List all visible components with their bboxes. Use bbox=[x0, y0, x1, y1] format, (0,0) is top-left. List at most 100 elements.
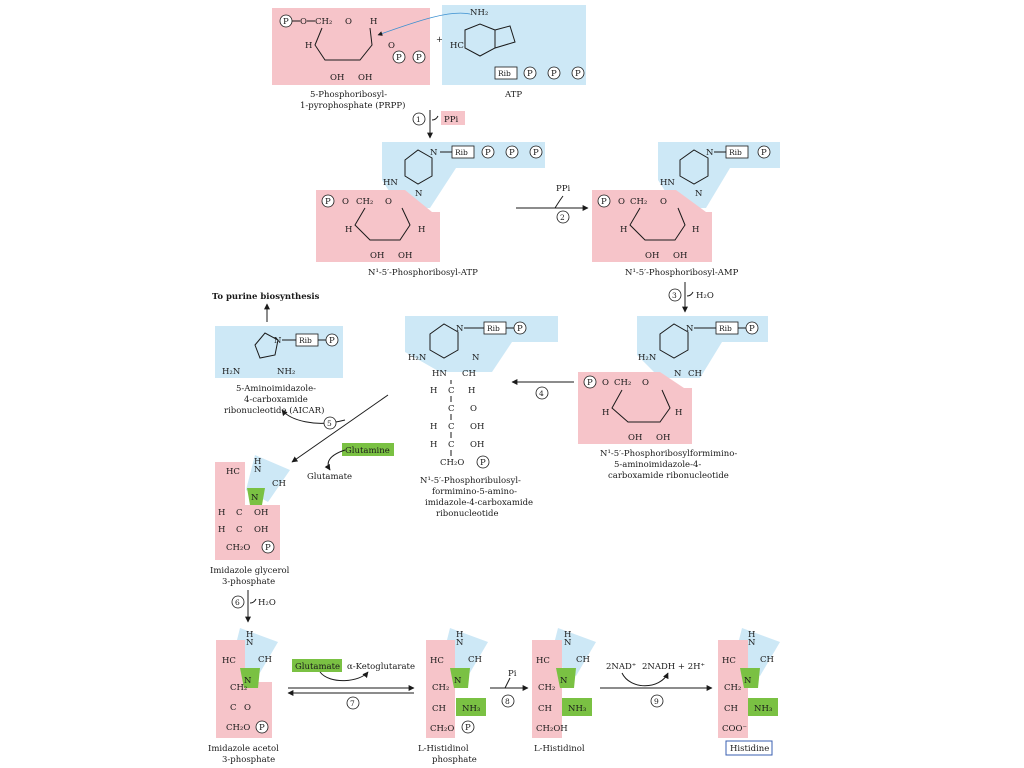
svg-text:C: C bbox=[448, 404, 455, 414]
svg-text:H: H bbox=[246, 630, 253, 640]
svg-text:H₂N: H₂N bbox=[638, 353, 657, 363]
svg-text:CH₂: CH₂ bbox=[614, 378, 631, 388]
ppi-1: PPi bbox=[444, 115, 458, 125]
pr-amp-structure: N Rib P HN N P O CH₂ O H H OH OH bbox=[592, 142, 780, 262]
plus-sign: + bbox=[436, 35, 443, 45]
atp-structure: NH₂ HC Rib P P P bbox=[377, 5, 586, 85]
profar-label-3: carboxamide ribonucleotide bbox=[608, 471, 729, 481]
svg-text:P: P bbox=[265, 543, 271, 553]
svg-text:CH: CH bbox=[258, 655, 272, 665]
svg-text:N: N bbox=[564, 638, 572, 648]
svg-text:HC: HC bbox=[222, 656, 236, 666]
svg-text:H: H bbox=[218, 508, 225, 518]
svg-text:H: H bbox=[430, 386, 437, 396]
svg-text:P: P bbox=[509, 148, 515, 158]
svg-text:N: N bbox=[706, 148, 714, 158]
svg-text:OH: OH bbox=[254, 525, 268, 535]
profar-label-2: 5-aminoimidazole-4- bbox=[614, 460, 701, 470]
pr-atp-structure: N Rib P P P HN N P O CH₂ O H H OH OH bbox=[316, 142, 545, 262]
svg-text:CH₂: CH₂ bbox=[230, 683, 247, 693]
svg-text:CH₂O: CH₂O bbox=[430, 724, 454, 734]
prpp-structure: P O CH₂ O H H O P P OH OH bbox=[272, 8, 430, 85]
svg-text:C: C bbox=[236, 508, 243, 518]
prfar-structure: N Rib P H₂N N HN CH H C H C O H C OH H C… bbox=[405, 316, 558, 469]
svg-text:H: H bbox=[254, 457, 261, 467]
svg-text:OH: OH bbox=[330, 73, 344, 83]
svg-text:Rib: Rib bbox=[729, 148, 742, 157]
svg-text:H: H bbox=[748, 630, 755, 640]
svg-text:N: N bbox=[674, 369, 682, 379]
histidinol-phosphate-structure: HC H N CH N CH₂ CH NH₃ CH₂O P bbox=[426, 628, 488, 738]
svg-text:P: P bbox=[329, 336, 335, 346]
svg-text:HC: HC bbox=[722, 656, 736, 666]
svg-text:N: N bbox=[454, 676, 462, 686]
svg-text:N: N bbox=[415, 189, 423, 199]
svg-text:COO⁻: COO⁻ bbox=[722, 724, 747, 734]
svg-text:CH: CH bbox=[724, 704, 738, 714]
step-2-number: 2 bbox=[560, 213, 565, 222]
svg-text:O: O bbox=[345, 17, 352, 27]
igp-label-1: Imidazole glycerol bbox=[210, 566, 290, 576]
histidinol-structure: HC H N CH N CH₂ CH NH₃ CH₂OH bbox=[532, 628, 596, 738]
step-1-number: 1 bbox=[416, 115, 421, 124]
svg-text:NH₂: NH₂ bbox=[470, 8, 488, 18]
svg-text:P: P bbox=[533, 148, 539, 158]
svg-text:O: O bbox=[602, 378, 609, 388]
svg-text:P: P bbox=[259, 723, 265, 733]
svg-text:H: H bbox=[430, 422, 437, 432]
svg-text:C: C bbox=[236, 525, 243, 535]
svg-text:CH: CH bbox=[576, 655, 590, 665]
svg-text:H: H bbox=[692, 225, 699, 235]
svg-text:CH₂: CH₂ bbox=[315, 17, 332, 27]
svg-text:CH: CH bbox=[688, 369, 702, 379]
svg-text:P: P bbox=[527, 69, 533, 79]
svg-text:P: P bbox=[587, 378, 593, 388]
svg-text:CH: CH bbox=[760, 655, 774, 665]
svg-text:H: H bbox=[418, 225, 425, 235]
svg-text:P: P bbox=[551, 69, 557, 79]
svg-text:N: N bbox=[695, 189, 703, 199]
svg-text:O: O bbox=[385, 197, 392, 207]
svg-text:O: O bbox=[342, 197, 349, 207]
svg-text:P: P bbox=[480, 458, 486, 468]
svg-text:P: P bbox=[325, 197, 331, 207]
svg-text:C: C bbox=[230, 703, 237, 713]
svg-text:H: H bbox=[564, 630, 571, 640]
svg-text:CH: CH bbox=[468, 655, 482, 665]
svg-text:Rib: Rib bbox=[498, 69, 511, 78]
svg-text:P: P bbox=[485, 148, 491, 158]
nad-label: 2NAD⁺ bbox=[606, 662, 636, 672]
svg-text:CH: CH bbox=[432, 704, 446, 714]
iap-structure: HC H N CH N CH₂ C O CH₂O P bbox=[216, 628, 278, 738]
svg-text:HC: HC bbox=[226, 467, 240, 477]
svg-text:C: C bbox=[448, 386, 455, 396]
svg-text:CH₂: CH₂ bbox=[432, 683, 449, 693]
svg-text:H: H bbox=[370, 17, 377, 27]
svg-text:P: P bbox=[416, 53, 422, 63]
svg-text:CH₂O: CH₂O bbox=[440, 458, 464, 468]
to-purine-label: To purine biosynthesis bbox=[212, 292, 320, 302]
svg-text:N: N bbox=[274, 336, 282, 346]
svg-text:CH: CH bbox=[538, 704, 552, 714]
svg-text:OH: OH bbox=[470, 440, 484, 450]
step-9-number: 9 bbox=[654, 697, 659, 706]
svg-text:N: N bbox=[251, 493, 259, 503]
profar-structure: N Rib P H₂N N CH P O CH₂ O H H OH OH bbox=[578, 316, 768, 444]
svg-text:P: P bbox=[761, 148, 767, 158]
svg-text:Rib: Rib bbox=[719, 324, 732, 333]
svg-text:OH: OH bbox=[470, 422, 484, 432]
histidine-structure: HC H N CH N CH₂ CH NH₃ COO⁻ bbox=[718, 628, 780, 738]
svg-text:HC: HC bbox=[430, 656, 444, 666]
svg-text:N: N bbox=[748, 638, 756, 648]
prfar-label-3: imidazole-4-carboxamide bbox=[425, 498, 533, 508]
glutamate-7: Glutamate bbox=[295, 662, 340, 672]
svg-text:O: O bbox=[300, 17, 307, 27]
svg-text:Rib: Rib bbox=[487, 324, 500, 333]
igp-structure: HC H N CH N C H OH H C OH CH₂O P bbox=[215, 455, 290, 560]
svg-text:OH: OH bbox=[656, 433, 670, 443]
svg-text:HC: HC bbox=[450, 41, 464, 51]
svg-text:OH: OH bbox=[358, 73, 372, 83]
svg-text:H: H bbox=[430, 440, 437, 450]
prfar-label-2: formimino-5-amino- bbox=[432, 487, 517, 497]
